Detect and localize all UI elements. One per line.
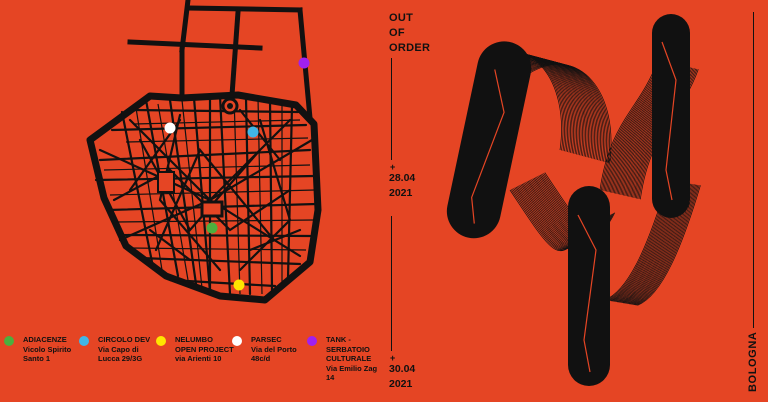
legend-item-adiacenze: ADIACENZE Vicolo Spirito Santo 1	[4, 335, 71, 364]
legend-item-circolo-dev: CIRCOLO DEV Via Capo di Lucca 29/3G	[79, 335, 150, 364]
start-date-day: 28.04	[389, 172, 416, 184]
capsule-middle	[568, 186, 610, 386]
event-title: OUT OF ORDER	[389, 11, 430, 56]
title-line-1: OUT	[389, 12, 414, 24]
plus-sign: +	[390, 162, 396, 172]
capsule-left	[446, 41, 532, 239]
city-map	[86, 0, 322, 304]
ribbon-artwork	[446, 14, 701, 386]
legend-item-tank: TANK - SERBATOIO CULTURALE Via Emilio Za…	[307, 335, 377, 383]
legend-dot	[156, 336, 166, 346]
venue-dot-adiacenze	[206, 222, 218, 234]
title-line-2: OF	[389, 27, 405, 39]
plus-sign: +	[390, 353, 396, 363]
end-date-year: 2021	[389, 378, 413, 390]
city-divider-line	[753, 12, 754, 328]
venue-dot-nelumbo	[233, 279, 245, 291]
end-date-day: 30.04	[389, 363, 416, 375]
end-date: + 30.04 2021	[389, 354, 415, 392]
divider-line-bottom	[391, 216, 392, 351]
venue-dot-tank	[298, 57, 310, 69]
city-walls	[86, 91, 322, 304]
start-date: + 28.04 2021	[389, 163, 415, 201]
legend-dot	[4, 336, 14, 346]
legend-dot	[307, 336, 317, 346]
legend-dot	[232, 336, 242, 346]
title-line-3: ORDER	[389, 42, 431, 54]
venue-dot-parsec	[164, 122, 176, 134]
start-date-year: 2021	[389, 187, 413, 199]
city-label: BOLOGNA	[747, 331, 759, 392]
capsule-right	[652, 14, 690, 218]
legend-dot	[79, 336, 89, 346]
venue-dot-circolo-dev	[247, 126, 259, 138]
legend-item-parsec: PARSEC Via del Porto 48c/d	[232, 335, 297, 364]
divider-line-top	[391, 58, 392, 160]
legend-item-nelumbo: NELUMBO OPEN PROJECT via Arienti 10	[156, 335, 234, 364]
